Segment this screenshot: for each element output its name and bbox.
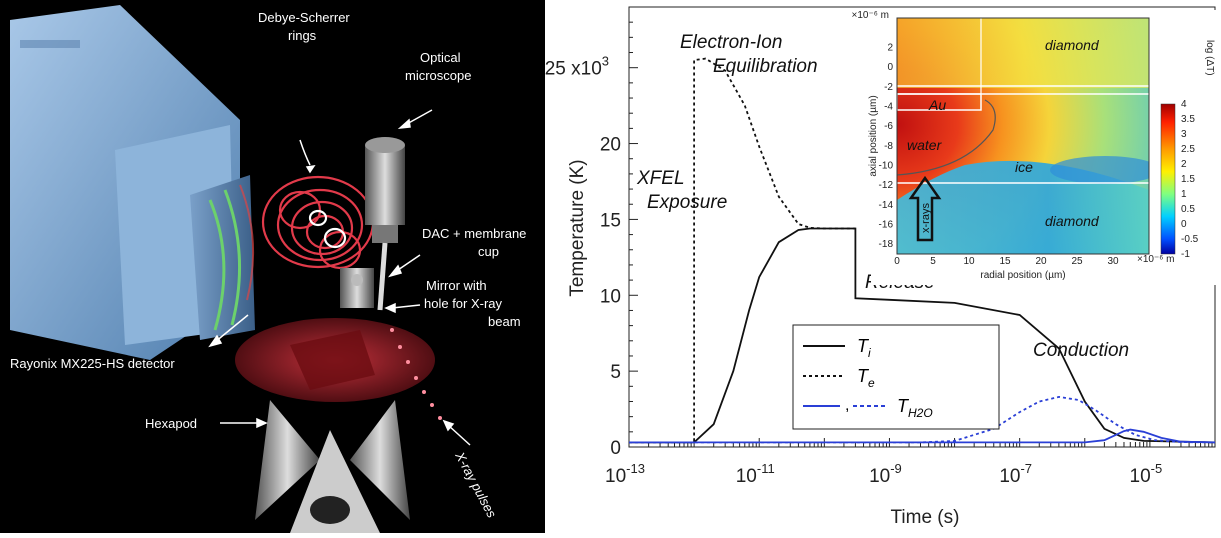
series-line-e-dashed <box>629 57 856 444</box>
region-diamond-bottom: diamond <box>1045 213 1100 229</box>
region-ice: ice <box>1015 159 1033 175</box>
inset-x-tick: 30 <box>1107 256 1119 267</box>
y-tick-label: 5 <box>610 362 621 383</box>
annotation-electron-ion: Electron-Ion <box>680 32 782 53</box>
inset-y-corner: ×10⁻⁶ m <box>852 10 889 21</box>
colorbar-tick: 2.5 <box>1181 144 1195 155</box>
setup-svg: Debye-Scherrer rings Optical microscope … <box>0 0 545 533</box>
label-microscope-line2: microscope <box>405 68 471 83</box>
label-hexapod: Hexapod <box>145 416 197 431</box>
y-tick-labels: 0 5 10 15 20 25 x103 <box>545 54 621 459</box>
legend-th2o: TH2O <box>897 396 933 420</box>
label-dac-line1: DAC + membrane <box>422 226 526 241</box>
inset-x-tick: 10 <box>963 256 975 267</box>
legend-ti: Ti <box>857 336 871 360</box>
colorbar <box>1160 103 1176 255</box>
inset-x-tick: 25 <box>1071 256 1083 267</box>
series-line-i-solid <box>629 227 1216 444</box>
inset-x-label: radial position (µm) <box>980 270 1065 281</box>
x-tick-label: 10-7 <box>999 461 1032 487</box>
inset-y-tick: -16 <box>879 220 894 231</box>
colorbar-tick: 4 <box>1181 99 1187 110</box>
inset-x-corner: ×10⁻⁶ m <box>1137 254 1174 265</box>
inset-x-tick: 15 <box>999 256 1011 267</box>
label-detector: Rayonix MX225-HS detector <box>10 356 175 371</box>
x-tick-label: 10-13 <box>605 461 645 487</box>
label-mirror-line2: hole for X-ray <box>424 296 503 311</box>
annotation-exposure: Exposure <box>647 192 727 213</box>
inset-y-tick: -4 <box>884 102 893 113</box>
legend: Ti Te , TH2O <box>792 324 1000 430</box>
colorbar-tick: 0 <box>1181 219 1187 230</box>
x-tick-labels: 10-13 10-11 10-9 10-7 10-5 <box>605 461 1162 487</box>
inset-y-tick: -2 <box>884 82 893 93</box>
region-au: Au <box>928 97 946 113</box>
xray-arrow <box>908 175 942 242</box>
xray-arrow-label: x-rays <box>920 203 932 233</box>
y-axis-label: Temperature (K) <box>567 159 588 296</box>
label-mirror-line3: beam <box>488 314 521 329</box>
inset-y-tick: 2 <box>887 43 893 54</box>
inset-y-tick: -12 <box>879 180 894 191</box>
annotation-arrows <box>208 109 471 446</box>
inset-y-tick: -10 <box>879 161 894 172</box>
legend-comma: , <box>845 397 849 414</box>
inset-y-tick: 0 <box>887 62 893 73</box>
label-dac-line2: cup <box>478 244 499 259</box>
inset-y-ticks: 2 0 -2 -4 -6 -8 -10 -12 -14 -16 -18 <box>879 43 894 251</box>
colorbar-tick: -0.5 <box>1181 234 1199 245</box>
label-debye-line1: Debye-Scherrer <box>258 10 350 25</box>
inset-y-tick: -6 <box>884 121 893 132</box>
y-tick-label: 0 <box>610 438 621 459</box>
setup-illustration: Debye-Scherrer rings Optical microscope … <box>0 0 545 533</box>
colorbar-tick: 0.5 <box>1181 204 1195 215</box>
xray-pulses <box>390 328 442 420</box>
region-water: water <box>907 137 943 153</box>
annotation-conduction: Conduction <box>1033 340 1129 361</box>
hexapod <box>255 400 410 533</box>
x-tick-label: 10-5 <box>1130 461 1163 487</box>
region-diamond-top: diamond <box>1045 37 1100 53</box>
label-debye-line2: rings <box>288 28 317 43</box>
inset-y-tick: -8 <box>884 141 893 152</box>
colorbar-tick: 3 <box>1181 129 1187 140</box>
legend-te: Te <box>857 366 875 390</box>
label-mirror-line1: Mirror with <box>426 278 487 293</box>
series-line-h2o-dashed <box>629 395 1216 444</box>
optical-microscope <box>365 137 405 311</box>
inset-y-tick: -18 <box>879 239 894 250</box>
x-tick-label: 10-11 <box>736 461 775 487</box>
inset-x-tick: 0 <box>894 256 900 267</box>
colorbar-ticks: 4 3.5 3 2.5 2 1.5 1 0.5 0 -0.5 -1 <box>1181 99 1199 260</box>
inset-heatmap: diamond Au water ice diamond x-rays ×10⁻… <box>852 10 1216 285</box>
inset-x-ticks: 0 5 10 15 20 25 30 <box>894 256 1119 267</box>
inset-y-label: axial position (µm) <box>868 95 879 176</box>
inset-x-tick: 20 <box>1035 256 1047 267</box>
series-layer <box>629 57 1216 444</box>
x-axis-label: Time (s) <box>891 507 960 528</box>
colorbar-tick: 2 <box>1181 159 1187 170</box>
inset-x-tick: 5 <box>930 256 936 267</box>
colorbar-label: log (ΔT) <box>1204 40 1215 76</box>
annotation-xfel: XFEL <box>636 168 685 189</box>
y-tick-label: 10 <box>600 286 621 307</box>
label-microscope-line1: Optical <box>420 50 461 65</box>
colorbar-tick: 1 <box>1181 189 1187 200</box>
au-region <box>897 93 982 111</box>
y-tick-label: 20 <box>600 135 621 156</box>
colorbar-tick: 3.5 <box>1181 114 1195 125</box>
dac-cell <box>340 268 374 308</box>
inset-y-tick: -14 <box>879 200 894 211</box>
y-tick-label: 25 x103 <box>545 54 609 80</box>
colorbar-tick: 1.5 <box>1181 174 1195 185</box>
debye-scherrer-rings <box>261 175 375 270</box>
annotation-equilibration: Equilibration <box>713 56 818 77</box>
x-tick-label: 10-9 <box>869 461 902 487</box>
detector-housing <box>10 5 255 360</box>
colorbar-tick: -1 <box>1181 249 1190 260</box>
y-tick-label: 15 <box>600 210 621 231</box>
